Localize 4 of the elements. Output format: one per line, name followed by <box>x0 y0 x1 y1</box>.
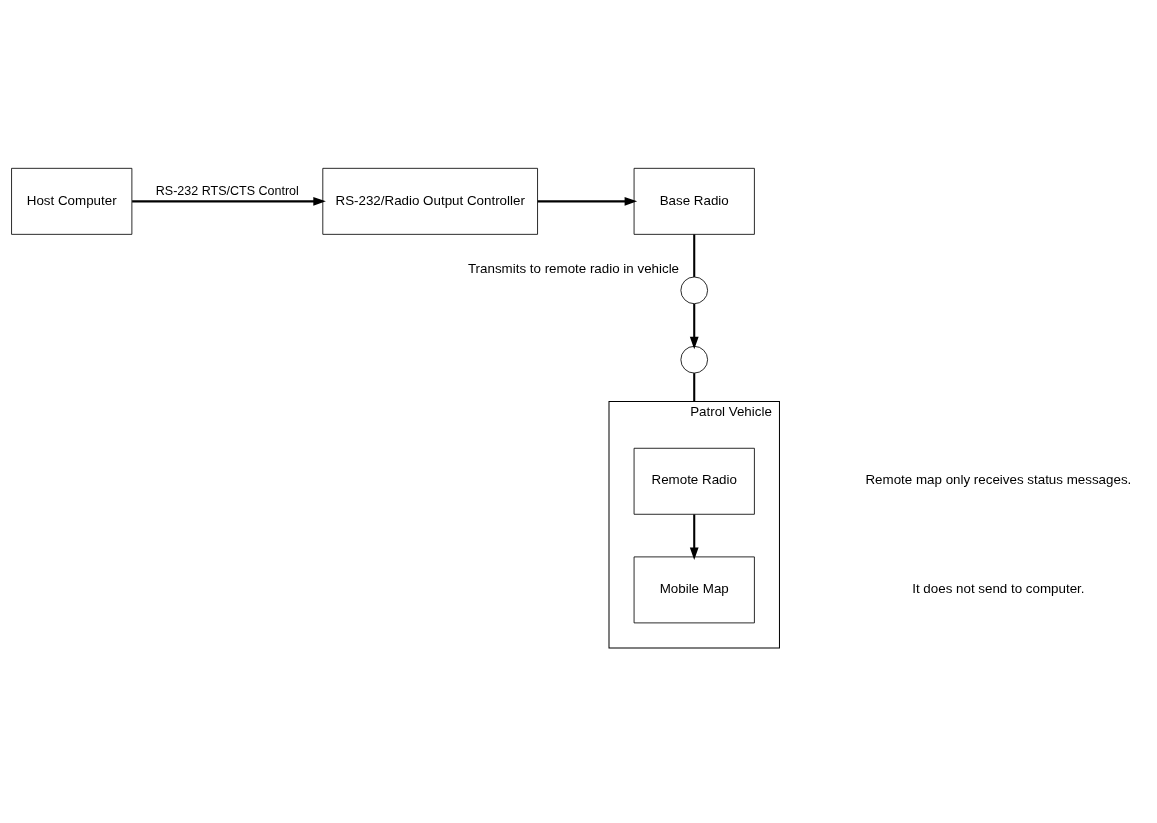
label: It does not send to computer. <box>912 581 1085 597</box>
label: Remote map only receives status messages. <box>865 472 1132 488</box>
edge-label: RS-232 RTS/CTS Control <box>155 183 299 198</box>
node-label: Transmits to remote radio in vehicle <box>467 260 680 276</box>
